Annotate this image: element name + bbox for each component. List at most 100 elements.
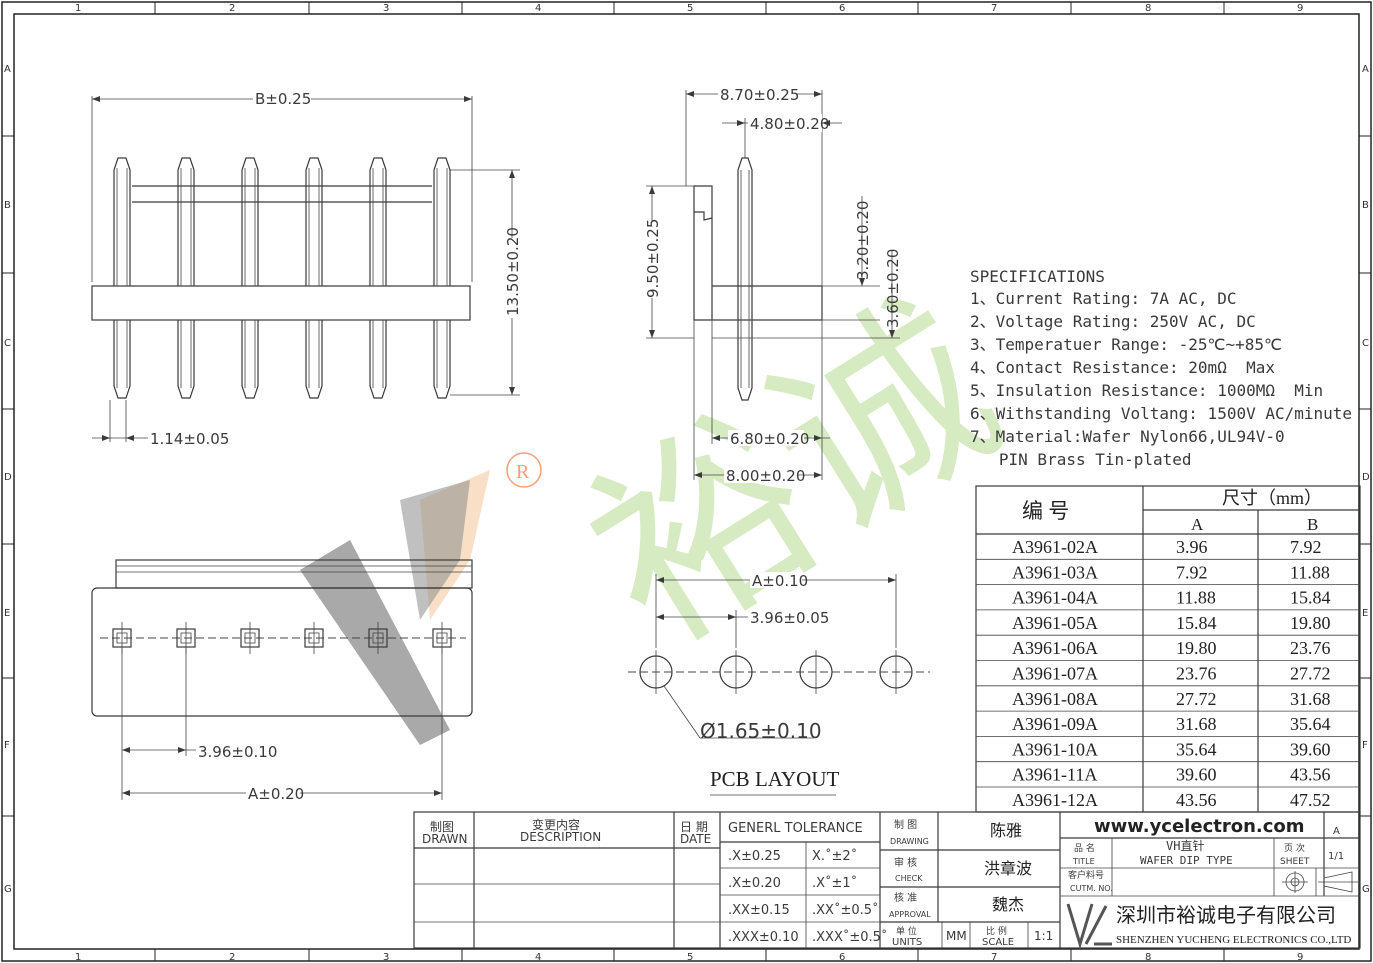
front-pin	[369, 157, 387, 399]
drawn-en: DRAWN	[422, 832, 468, 846]
zone-col-bottom: 1	[75, 952, 81, 963]
table-cell-part: A3961-02A	[1012, 537, 1098, 557]
inner-frame	[13, 13, 1360, 950]
spec-line: 3、Temperatuer Range: -25℃~+85℃	[970, 335, 1282, 354]
pcb-hole	[799, 650, 833, 694]
pcb-layout: A±0.10 3.96±0.05 Ø1.65±0.10 PCB LAYOUT	[628, 572, 930, 796]
spec-line: 6、Withstanding Voltang: 1500V AC/minute	[970, 404, 1352, 423]
table-cell-a: 27.72	[1176, 689, 1217, 709]
table-cell-b: 23.76	[1290, 638, 1331, 658]
title-cn-label: 品 名	[1074, 842, 1095, 854]
zone-row-left: G	[4, 884, 12, 895]
zone-col-bottom: 8	[1145, 952, 1151, 963]
registered-mark: R	[516, 461, 530, 483]
zone-col-bottom: 4	[535, 952, 541, 963]
spec-line: PIN Brass Tin-plated	[970, 450, 1192, 469]
table-cell-part: A3961-12A	[1012, 790, 1098, 810]
approval-name: 魏杰	[992, 896, 1024, 914]
zone-row-right: D	[1362, 472, 1370, 483]
date-en: DATE	[680, 832, 711, 846]
zone-row-right: B	[1362, 200, 1369, 211]
dim-side-3-20: 3.20±0.20	[854, 201, 872, 280]
watermark-v-gray2	[400, 480, 470, 620]
dim-bottom-3-96: 3.96±0.10	[198, 743, 277, 761]
dim-bottom-a: A±0.20	[248, 785, 304, 803]
spec-line: 2、Voltage Rating: 250V AC, DC	[970, 312, 1256, 331]
pcb-hole	[639, 650, 673, 694]
table-cell-b: 47.52	[1290, 790, 1331, 810]
table-cell-a: 3.96	[1176, 537, 1208, 557]
pcb-layout-title: PCB LAYOUT	[710, 767, 840, 791]
title-block: 制图 DRAWN 变更内容 DESCRIPTION 日 期 DATE GENER…	[413, 811, 1361, 950]
tolerance-linear: .X±0.20	[728, 876, 781, 891]
table-cell-part: A3961-05A	[1012, 613, 1098, 633]
sheet-cn: 页 次	[1284, 842, 1305, 854]
units-cn: 单 位	[896, 925, 917, 937]
zone-col-top: 8	[1145, 3, 1151, 14]
dim-pcb-3-96: 3.96±0.05	[750, 609, 829, 627]
zone-col-top: 5	[687, 3, 693, 14]
tolerance-angular: .XX˚±0.5˚	[812, 902, 879, 918]
tolerance-linear: .XX±0.15	[728, 903, 790, 918]
table-row: A3961-06A 19.80 23.76	[976, 634, 1360, 658]
table-cell-a: 43.56	[1176, 790, 1217, 810]
registered-mark-circle	[506, 452, 542, 488]
pcb-hole	[719, 650, 753, 694]
approval-cn: 核 准	[894, 891, 917, 904]
zone-col-bottom: 5	[687, 952, 693, 963]
table-cell-part: A3961-08A	[1012, 689, 1098, 709]
front-pin	[241, 157, 259, 399]
zone-col-top: 2	[229, 3, 235, 14]
table-cell-part: A3961-07A	[1012, 664, 1098, 684]
front-pin	[177, 157, 195, 399]
table-cell-b: 15.84	[1290, 588, 1331, 608]
zone-row-left: A	[4, 64, 11, 75]
bottom-view: 3.96±0.10 A±0.20	[91, 559, 473, 803]
zone-row-right: G	[1362, 884, 1370, 895]
table-header-part: 编 号	[1022, 499, 1069, 523]
website: www.ycelectron.com	[1094, 816, 1305, 837]
tolerance-angular: X.˚±2˚	[812, 848, 857, 864]
dim-side-3-60: 3.60±0.20	[884, 249, 902, 328]
drawing-name: 陈雅	[990, 822, 1022, 840]
table-cell-a: 19.80	[1176, 638, 1217, 658]
front-pin	[433, 157, 451, 399]
table-cell-a: 23.76	[1176, 664, 1217, 684]
table-cell-part: A3961-04A	[1012, 588, 1098, 608]
table-cell-b: 43.56	[1290, 765, 1331, 785]
bottom-pin	[304, 622, 324, 654]
zone-col-top: 1	[75, 3, 81, 14]
zone-col-top: 9	[1297, 3, 1303, 14]
zone-row-left: F	[4, 740, 10, 751]
company-logo	[1066, 903, 1112, 950]
table-cell-part: A3961-10A	[1012, 739, 1098, 759]
table-cell-b: 11.88	[1290, 562, 1330, 582]
table-cell-a: 35.64	[1176, 739, 1217, 759]
desc-cn: 变更内容	[532, 817, 580, 832]
dim-pcb-a: A±0.10	[752, 572, 808, 590]
zone-col-bottom: 9	[1297, 952, 1303, 963]
zone-row-right: C	[1362, 338, 1369, 349]
scale-en: SCALE	[982, 937, 1014, 948]
table-cell-part: A3961-06A	[1012, 638, 1098, 658]
watermark-v-gray	[300, 540, 450, 745]
sheet-en: SHEET	[1280, 857, 1310, 867]
zone-row-left: D	[4, 472, 12, 483]
tolerance-linear: .XXX±0.10	[728, 930, 799, 945]
table-header-b: B	[1307, 515, 1318, 534]
title-en-label: TITLE	[1072, 857, 1095, 866]
table-cell-a: 7.92	[1176, 562, 1208, 582]
table-header-a: A	[1191, 515, 1204, 534]
approval-en: APPROVAL	[889, 910, 931, 919]
rev: A	[1333, 826, 1340, 837]
zone-col-top: 3	[383, 3, 389, 14]
title-en: WAFER DIP TYPE	[1140, 854, 1233, 867]
table-cell-part: A3961-09A	[1012, 714, 1098, 734]
